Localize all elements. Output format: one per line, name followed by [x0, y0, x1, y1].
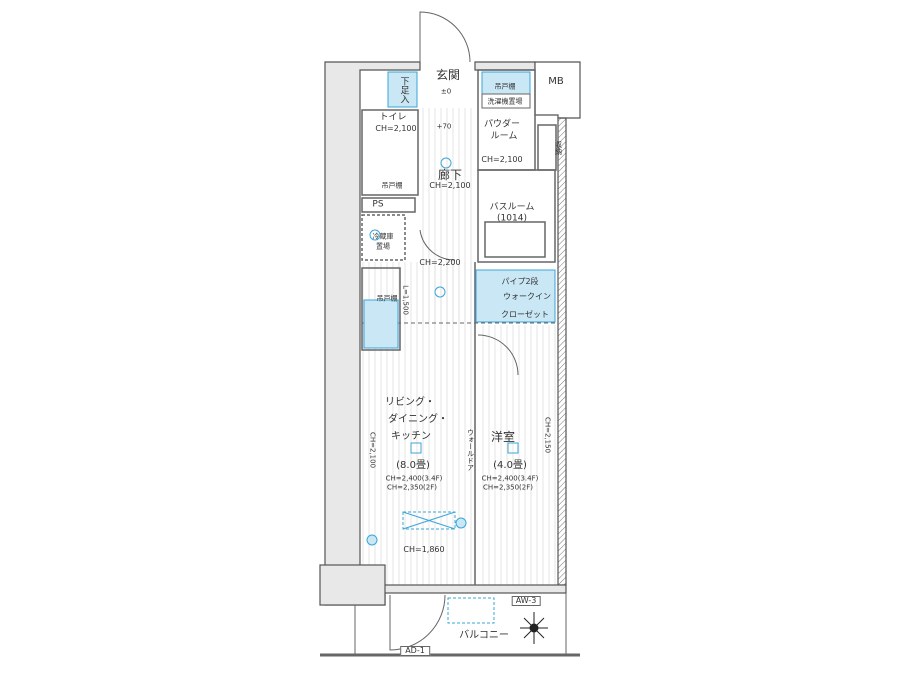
- kitchen-cabinet-label: 吊戸棚: [376, 294, 398, 303]
- powder-room-label-1: パウダー: [483, 119, 521, 130]
- step-label: +70: [436, 122, 452, 131]
- mb-label: MB: [548, 76, 564, 87]
- outer-walls: [319, 61, 581, 606]
- entrance-level: ±0: [440, 87, 452, 96]
- hallway-ch: CH=2,100: [429, 181, 471, 190]
- entrance-label: 玄関: [435, 68, 461, 82]
- wall-door-label: ウォールドア: [466, 429, 475, 471]
- balcony-label: バルコニー: [459, 630, 509, 641]
- ldk-label-3: キッチン: [391, 431, 431, 442]
- toilet-label: トイレ: [379, 112, 407, 123]
- fridge-label-1: 冷蔵庫: [372, 232, 394, 241]
- western-side-ch: CH=2,150: [543, 416, 552, 454]
- balcony-door-label: AD-1: [400, 646, 430, 656]
- compass-icon: [520, 612, 548, 644]
- bathroom-size: (1014): [497, 213, 527, 224]
- ldk-label-1: リビング・: [385, 397, 435, 408]
- doors: [389, 11, 519, 651]
- ldk-side-ch: CH=2,100: [368, 431, 377, 469]
- balcony: [320, 593, 580, 657]
- western-room-size: (4.0畳): [493, 460, 527, 471]
- hall-ch: CH=2,200: [419, 258, 461, 267]
- laundry-space-label: 洗濯機置場: [487, 97, 523, 106]
- window-label: AW-3: [511, 596, 541, 606]
- fridge-label-2: 置場: [376, 242, 390, 251]
- walkin-label-1: ウォークイン: [503, 292, 551, 301]
- shoe-storage-label: 下足入: [398, 76, 409, 104]
- western-room-label: 洋室: [490, 430, 516, 444]
- ldk-ch-2: CH=2,350(2F): [387, 483, 437, 492]
- laundry-cabinet-label: 吊戸棚: [494, 82, 516, 91]
- ps-label: PS: [372, 199, 384, 210]
- interior-walls: [361, 69, 558, 585]
- western-ch-1: CH=2,400(3.4F): [481, 474, 539, 483]
- pipe-label: パイプ2段: [501, 277, 539, 286]
- powder-room-label-2: ルーム: [490, 131, 518, 142]
- western-ch-2: CH=2,350(2F): [483, 483, 533, 492]
- powder-room-ch: CH=2,100: [481, 155, 523, 164]
- hallway-label: 廊下: [437, 168, 463, 182]
- toilet-cabinet-label: 吊戸棚: [381, 181, 403, 190]
- kitchen-length: L=1,500: [401, 285, 410, 315]
- bathroom-label: バスルーム: [489, 202, 535, 213]
- ldk-label-2: ダイニング・: [388, 414, 448, 425]
- blue-fixtures: [363, 71, 556, 624]
- walkin-label-2: クローゼット: [501, 310, 549, 319]
- ldk-ch-1: CH=2,400(3.4F): [385, 474, 443, 483]
- lower-ch: CH=1,860: [403, 545, 445, 554]
- toilet-ch: CH=2,100: [375, 124, 417, 133]
- ldk-size: (8.0畳): [396, 460, 430, 471]
- storage-label: 収納: [554, 141, 563, 155]
